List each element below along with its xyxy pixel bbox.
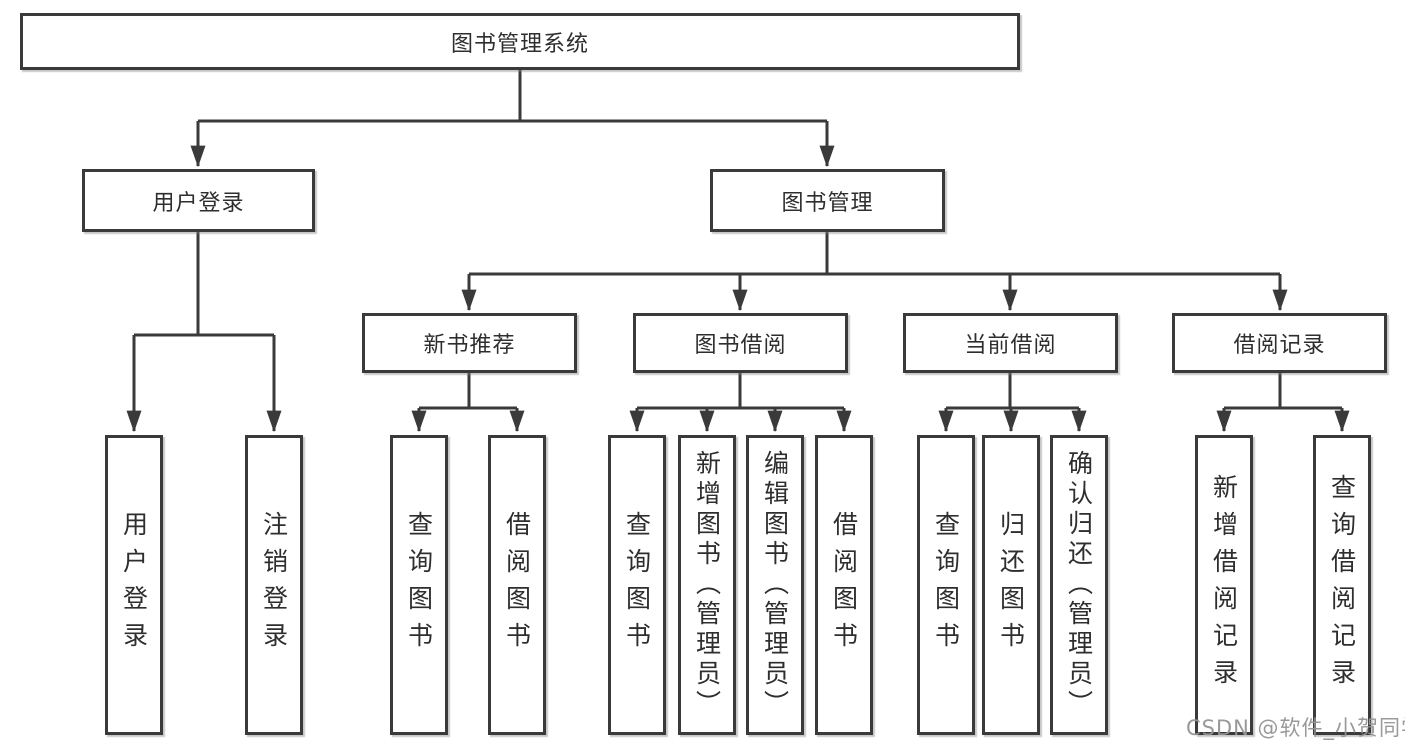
node-library-management-system: 图书管理系统	[20, 13, 1020, 70]
leaf-borrow-books-borrowing: 借阅图书	[815, 435, 873, 735]
node-current-borrowing: 当前借阅	[903, 313, 1118, 373]
leaf-query-books-borrowing: 查询图书	[608, 435, 666, 735]
leaf-user-login: 用户登录	[105, 435, 163, 735]
leaf-query-books-current: 查询图书	[917, 435, 975, 735]
node-new-book-recommendation: 新书推荐	[362, 313, 577, 373]
leaf-add-books-admin: 新增图书（管理员）	[678, 435, 736, 735]
node-borrowing-records: 借阅记录	[1172, 313, 1387, 373]
leaf-logout: 注销登录	[245, 435, 303, 735]
node-book-borrowing: 图书借阅	[633, 313, 848, 373]
leaf-return-books: 归还图书	[982, 435, 1040, 735]
leaf-add-borrow-record: 新增借阅记录	[1195, 435, 1253, 735]
leaf-edit-books-admin: 编辑图书（管理员）	[746, 435, 804, 735]
leaf-borrow-books-recommend: 借阅图书	[488, 435, 546, 735]
leaf-confirm-return-admin: 确认归还（管理员）	[1050, 435, 1108, 735]
leaf-query-books-recommend: 查询图书	[390, 435, 448, 735]
leaf-query-borrow-record: 查询借阅记录	[1313, 435, 1371, 735]
csdn-watermark: CSDN @软件_小贺同学	[1186, 716, 1405, 740]
node-book-management: 图书管理	[710, 169, 945, 232]
node-user-login-group: 用户登录	[82, 169, 315, 232]
